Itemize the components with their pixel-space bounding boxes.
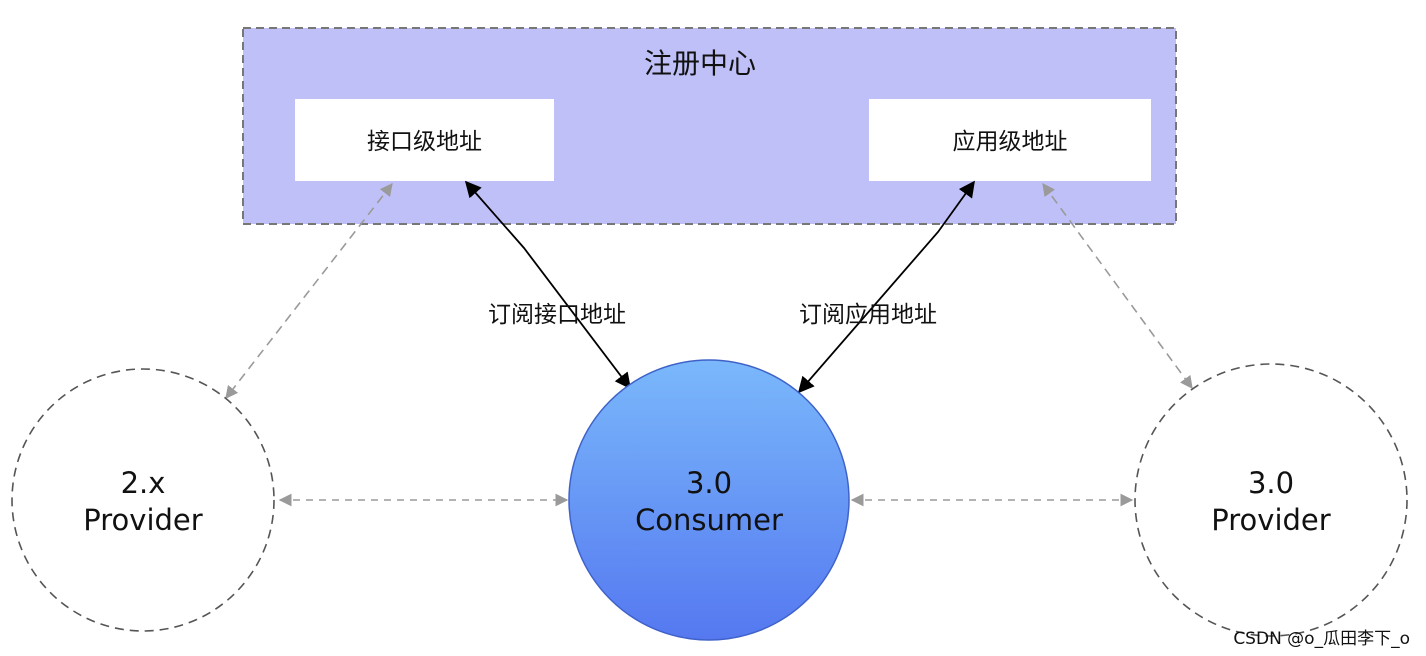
app-address-box xyxy=(869,99,1151,181)
provider-30-node: 3.0 Provider xyxy=(1134,363,1408,637)
provider-2x-node: 2.x Provider xyxy=(11,368,275,632)
subscribe-app-arrow xyxy=(797,180,975,394)
provider-2x-registry-arrow xyxy=(225,182,393,400)
registry-center-title: 注册中心 xyxy=(644,47,756,80)
consumer-role: Consumer xyxy=(635,503,783,537)
subscribe-app-label: 订阅应用地址 xyxy=(799,302,937,328)
watermark-text: CSDN @o_瓜田李下_o xyxy=(1233,629,1410,649)
provider-30-version: 3.0 xyxy=(1248,466,1294,500)
interface-address-box xyxy=(295,99,554,181)
interface-address-label: 接口级地址 xyxy=(367,129,482,155)
consumer-version: 3.0 xyxy=(686,466,732,500)
app-address-label: 应用级地址 xyxy=(953,129,1068,155)
consumer-node: 3.0 Consumer xyxy=(568,359,850,641)
provider-2x-role: Provider xyxy=(83,503,202,537)
subscribe-interface-arrow xyxy=(464,180,631,390)
provider-30-role: Provider xyxy=(1211,503,1330,537)
provider-30-registry-arrow xyxy=(1042,182,1193,390)
registry-center: 注册中心 接口级地址 应用级地址 xyxy=(242,27,1177,225)
provider-2x-version: 2.x xyxy=(121,466,166,500)
subscribe-interface-label: 订阅接口地址 xyxy=(488,302,626,328)
